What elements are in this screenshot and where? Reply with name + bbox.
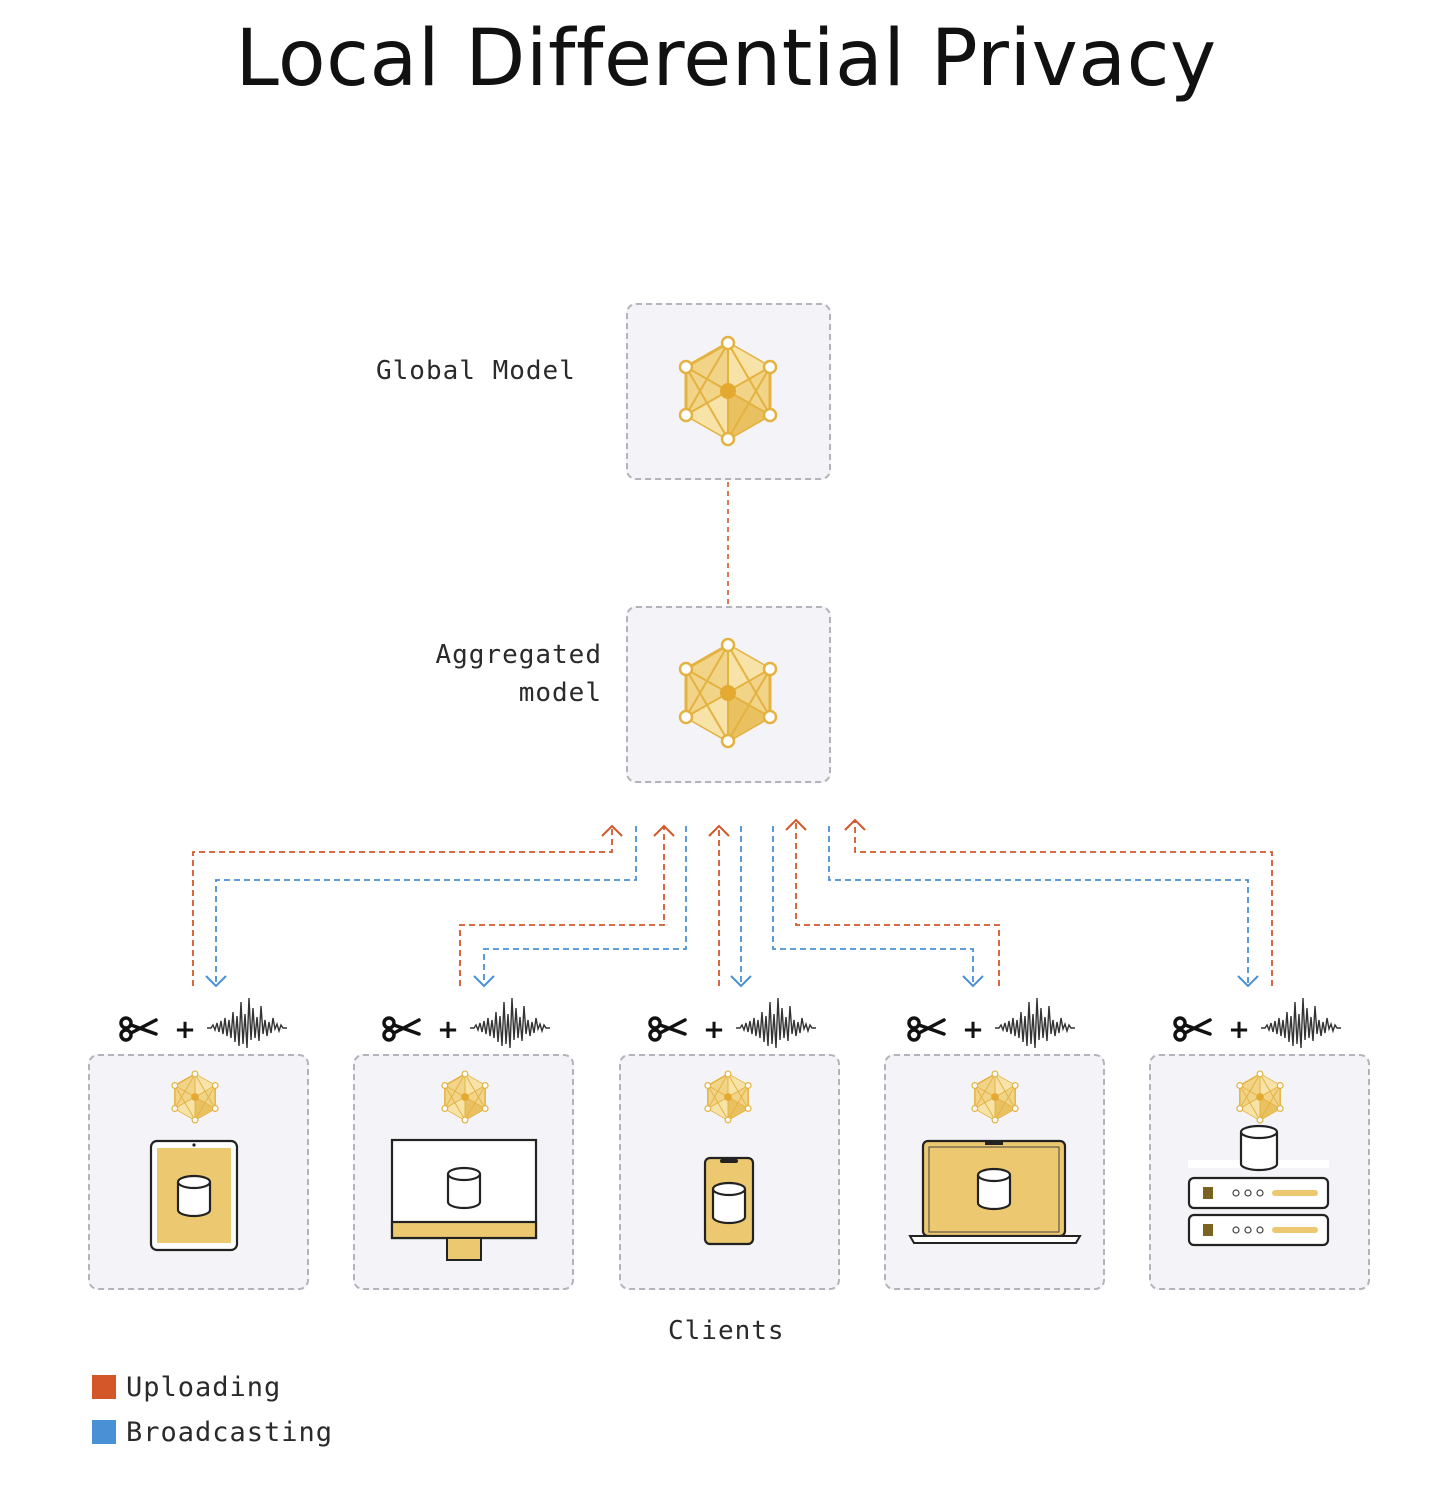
scissors-icon bbox=[907, 1016, 946, 1042]
aggregated-label-line1: Aggregated bbox=[435, 640, 602, 670]
clients-label: Clients bbox=[668, 1316, 785, 1346]
scissors-icon bbox=[648, 1016, 687, 1042]
noise-waveform-icon bbox=[469, 997, 551, 1049]
privacy-ops-client-2: + bbox=[382, 997, 551, 1049]
client-model-icon-5 bbox=[1236, 1070, 1284, 1124]
svg-text:+: + bbox=[174, 1015, 196, 1045]
global-model-icon bbox=[678, 335, 778, 447]
aggregated-label-line2: model bbox=[518, 678, 602, 708]
privacy-ops-client-4: + bbox=[907, 997, 1076, 1049]
svg-text:+: + bbox=[703, 1015, 725, 1045]
global-model-box bbox=[626, 303, 831, 480]
privacy-ops-client-3: + bbox=[648, 997, 817, 1049]
page-title: Local Differential Privacy bbox=[235, 14, 1217, 104]
uploading-swatch bbox=[92, 1375, 116, 1399]
noise-waveform-icon bbox=[735, 997, 817, 1049]
legend-broadcasting: Broadcasting bbox=[92, 1416, 334, 1448]
scissors-icon bbox=[119, 1016, 158, 1042]
client-model-icon-1 bbox=[171, 1070, 219, 1124]
global-model-label: Global Model bbox=[376, 356, 576, 386]
broadcast-arrowheads bbox=[205, 975, 1259, 988]
broadcast-arrows bbox=[215, 826, 1249, 984]
broadcasting-label: Broadcasting bbox=[126, 1416, 334, 1448]
scissors-icon bbox=[1173, 1016, 1212, 1042]
legend-uploading: Uploading bbox=[92, 1371, 282, 1403]
privacy-ops-client-5: + bbox=[1173, 997, 1342, 1049]
smartphone-icon bbox=[703, 1156, 755, 1246]
client-model-icon-2 bbox=[441, 1070, 489, 1124]
noise-waveform-icon bbox=[1260, 997, 1342, 1049]
svg-text:+: + bbox=[437, 1015, 459, 1045]
upload-arrowheads bbox=[601, 818, 866, 837]
laptop-icon bbox=[908, 1139, 1082, 1244]
server-rack-icon bbox=[1187, 1124, 1330, 1247]
client-model-icon-4 bbox=[971, 1070, 1019, 1124]
noise-waveform-icon bbox=[206, 997, 288, 1049]
broadcasting-swatch bbox=[92, 1420, 116, 1444]
desktop-monitor-icon bbox=[390, 1138, 538, 1261]
aggregated-model-label: Aggregated model bbox=[380, 636, 602, 712]
privacy-ops-client-1: + bbox=[119, 997, 288, 1049]
upload-arrows bbox=[192, 820, 1273, 986]
scissors-icon bbox=[382, 1016, 421, 1042]
svg-text:+: + bbox=[962, 1015, 984, 1045]
tablet-icon bbox=[149, 1139, 239, 1252]
svg-text:+: + bbox=[1228, 1015, 1250, 1045]
uploading-label: Uploading bbox=[126, 1371, 282, 1403]
noise-waveform-icon bbox=[994, 997, 1076, 1049]
aggregated-model-icon bbox=[678, 637, 778, 749]
client-model-icon-3 bbox=[704, 1070, 752, 1124]
